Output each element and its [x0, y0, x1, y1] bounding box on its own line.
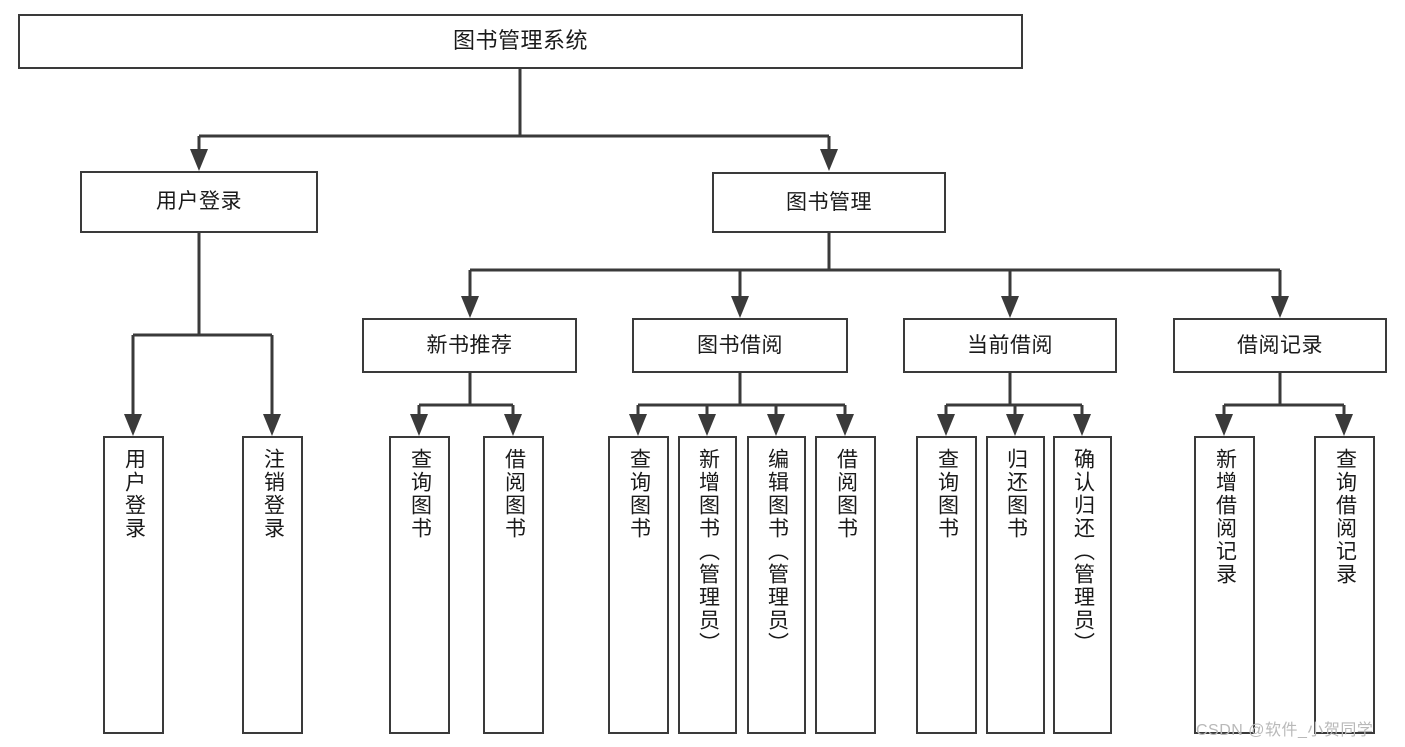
- node-leaf-borrow-book-2[interactable]: 借阅图书: [815, 436, 876, 734]
- node-leaf-borrow-book-1[interactable]: 借阅图书: [483, 436, 544, 734]
- node-leaf-user-logout[interactable]: 注销登录: [242, 436, 303, 734]
- edge-arrowhead-new-book-rec-split: [410, 414, 428, 436]
- edge-arrowhead-book-borrow-split: [629, 414, 647, 436]
- edge-arrowhead-book-manage-split: [461, 296, 479, 318]
- node-label: 用户登录: [156, 190, 242, 214]
- node-leaf-query-book-3[interactable]: 查询图书: [916, 436, 977, 734]
- edge-arrowhead-book-borrow-split: [836, 414, 854, 436]
- node-leaf-query-book-1[interactable]: 查询图书: [389, 436, 450, 734]
- edge-arrowhead-book-manage-split: [1001, 296, 1019, 318]
- node-root[interactable]: 图书管理系统: [18, 14, 1023, 69]
- edge-arrowhead-current-borrow-split: [937, 414, 955, 436]
- edge-arrowhead-book-borrow-split: [698, 414, 716, 436]
- node-new-book-rec[interactable]: 新书推荐: [362, 318, 577, 373]
- node-book-borrow[interactable]: 图书借阅: [632, 318, 848, 373]
- edge-arrowhead-root-split: [190, 149, 208, 171]
- edge-arrowhead-book-manage-split: [1271, 296, 1289, 318]
- node-borrow-record[interactable]: 借阅记录: [1173, 318, 1387, 373]
- node-leaf-add-book[interactable]: 新增图书（管理员）: [678, 436, 737, 734]
- node-label: 注销登录: [261, 448, 285, 540]
- edge-arrowhead-user-login-split: [263, 414, 281, 436]
- edge-arrowhead-current-borrow-split: [1073, 414, 1091, 436]
- node-label: 用户登录: [122, 448, 146, 540]
- edge-arrowhead-book-borrow-split: [767, 414, 785, 436]
- node-label: 确认归还（管理员）: [1071, 448, 1095, 655]
- edge-arrowhead-borrow-record-split: [1215, 414, 1233, 436]
- edge-arrowhead-user-login-split: [124, 414, 142, 436]
- node-label: 图书管理: [786, 190, 872, 214]
- edge-arrowhead-root-split: [820, 149, 838, 171]
- node-leaf-user-login[interactable]: 用户登录: [103, 436, 164, 734]
- node-leaf-confirm-return[interactable]: 确认归还（管理员）: [1053, 436, 1112, 734]
- node-label: 新书推荐: [426, 333, 513, 357]
- edge-arrowhead-borrow-record-split: [1335, 414, 1353, 436]
- edge-arrowhead-book-manage-split: [731, 296, 749, 318]
- node-leaf-query-record[interactable]: 查询借阅记录: [1314, 436, 1375, 734]
- node-leaf-edit-book[interactable]: 编辑图书（管理员）: [747, 436, 806, 734]
- node-label: 查询图书: [408, 448, 432, 540]
- node-book-manage[interactable]: 图书管理: [712, 172, 946, 233]
- node-label: 编辑图书（管理员）: [765, 448, 789, 655]
- node-label: 新增图书（管理员）: [696, 448, 720, 655]
- node-label: 图书管理系统: [452, 28, 588, 54]
- node-label: 查询借阅记录: [1333, 448, 1357, 586]
- node-leaf-add-record[interactable]: 新增借阅记录: [1194, 436, 1255, 734]
- node-current-borrow[interactable]: 当前借阅: [903, 318, 1117, 373]
- node-label: 当前借阅: [967, 333, 1053, 357]
- node-user-login[interactable]: 用户登录: [80, 171, 318, 233]
- node-label: 查询图书: [627, 448, 651, 540]
- node-label: 图书借阅: [697, 333, 783, 357]
- node-leaf-return-book[interactable]: 归还图书: [986, 436, 1045, 734]
- node-label: 借阅图书: [502, 448, 526, 540]
- node-label: 查询图书: [935, 448, 959, 540]
- edge-arrowhead-new-book-rec-split: [504, 414, 522, 436]
- node-leaf-query-book-2[interactable]: 查询图书: [608, 436, 669, 734]
- edge-arrowhead-current-borrow-split: [1006, 414, 1024, 436]
- node-label: 归还图书: [1004, 448, 1028, 540]
- node-label: 借阅记录: [1237, 333, 1323, 357]
- node-label: 借阅图书: [834, 448, 858, 540]
- node-label: 新增借阅记录: [1213, 448, 1237, 586]
